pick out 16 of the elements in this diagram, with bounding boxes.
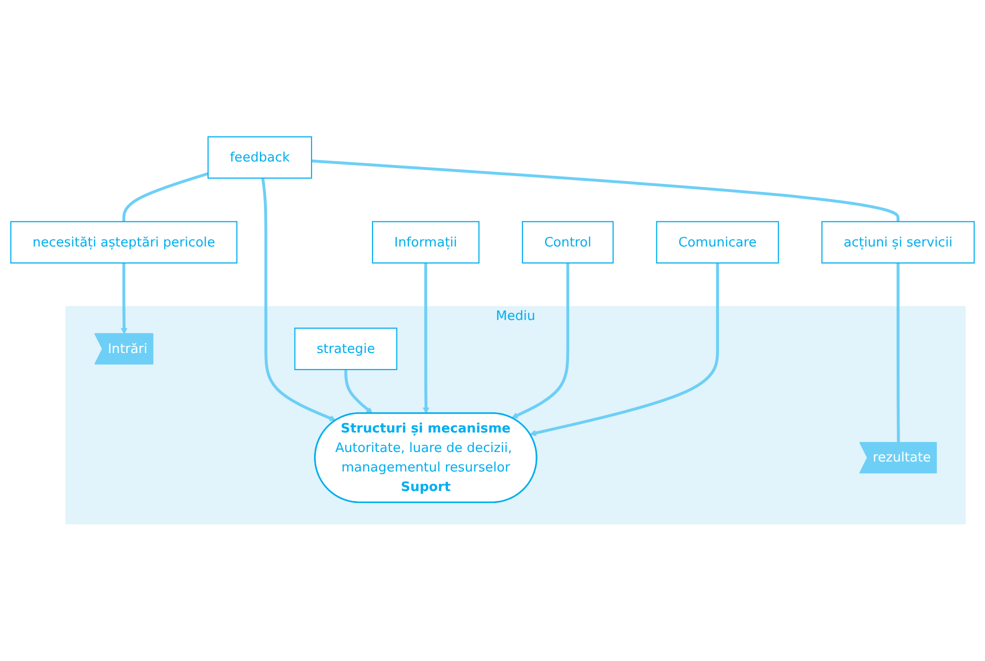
node-box: Control — [522, 221, 614, 264]
node-box: Comunicare — [656, 221, 779, 264]
node-box: necesități așteptări pericole — [10, 221, 238, 264]
node-box: acțiuni și servicii — [821, 221, 975, 264]
node-box: feedback — [208, 136, 312, 179]
connector — [896, 263, 900, 443]
arrow — [512, 263, 570, 418]
arrow — [120, 263, 128, 334]
node-box: strategie — [294, 328, 398, 370]
connector — [311, 160, 900, 222]
arrow — [530, 263, 719, 436]
arrow — [344, 370, 373, 414]
connector — [122, 172, 208, 222]
arrow — [422, 263, 430, 414]
node-box: Informații — [372, 221, 480, 264]
arrow — [261, 178, 336, 422]
